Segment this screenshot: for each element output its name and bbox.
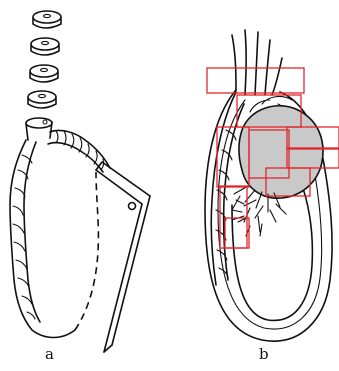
panel-label-b: b: [259, 345, 269, 363]
disc-stack: [28, 11, 61, 108]
left-cord: [211, 92, 244, 285]
disc-2: [31, 38, 59, 55]
panel-a-illustration: [10, 11, 150, 352]
panel-b-illustration: [205, 30, 339, 341]
body-outline: [32, 172, 98, 338]
disc-3: [30, 65, 58, 82]
inner-oval: [232, 180, 312, 320]
vessel-lines: [232, 30, 282, 95]
tube-end: [26, 118, 52, 140]
disc-4: [28, 91, 56, 108]
highlight-box-bottom: [225, 218, 249, 248]
panel-label-a: a: [45, 345, 54, 363]
probe-instrument: [96, 162, 150, 352]
braided-cord: [10, 130, 110, 330]
disc-1: [33, 11, 61, 28]
